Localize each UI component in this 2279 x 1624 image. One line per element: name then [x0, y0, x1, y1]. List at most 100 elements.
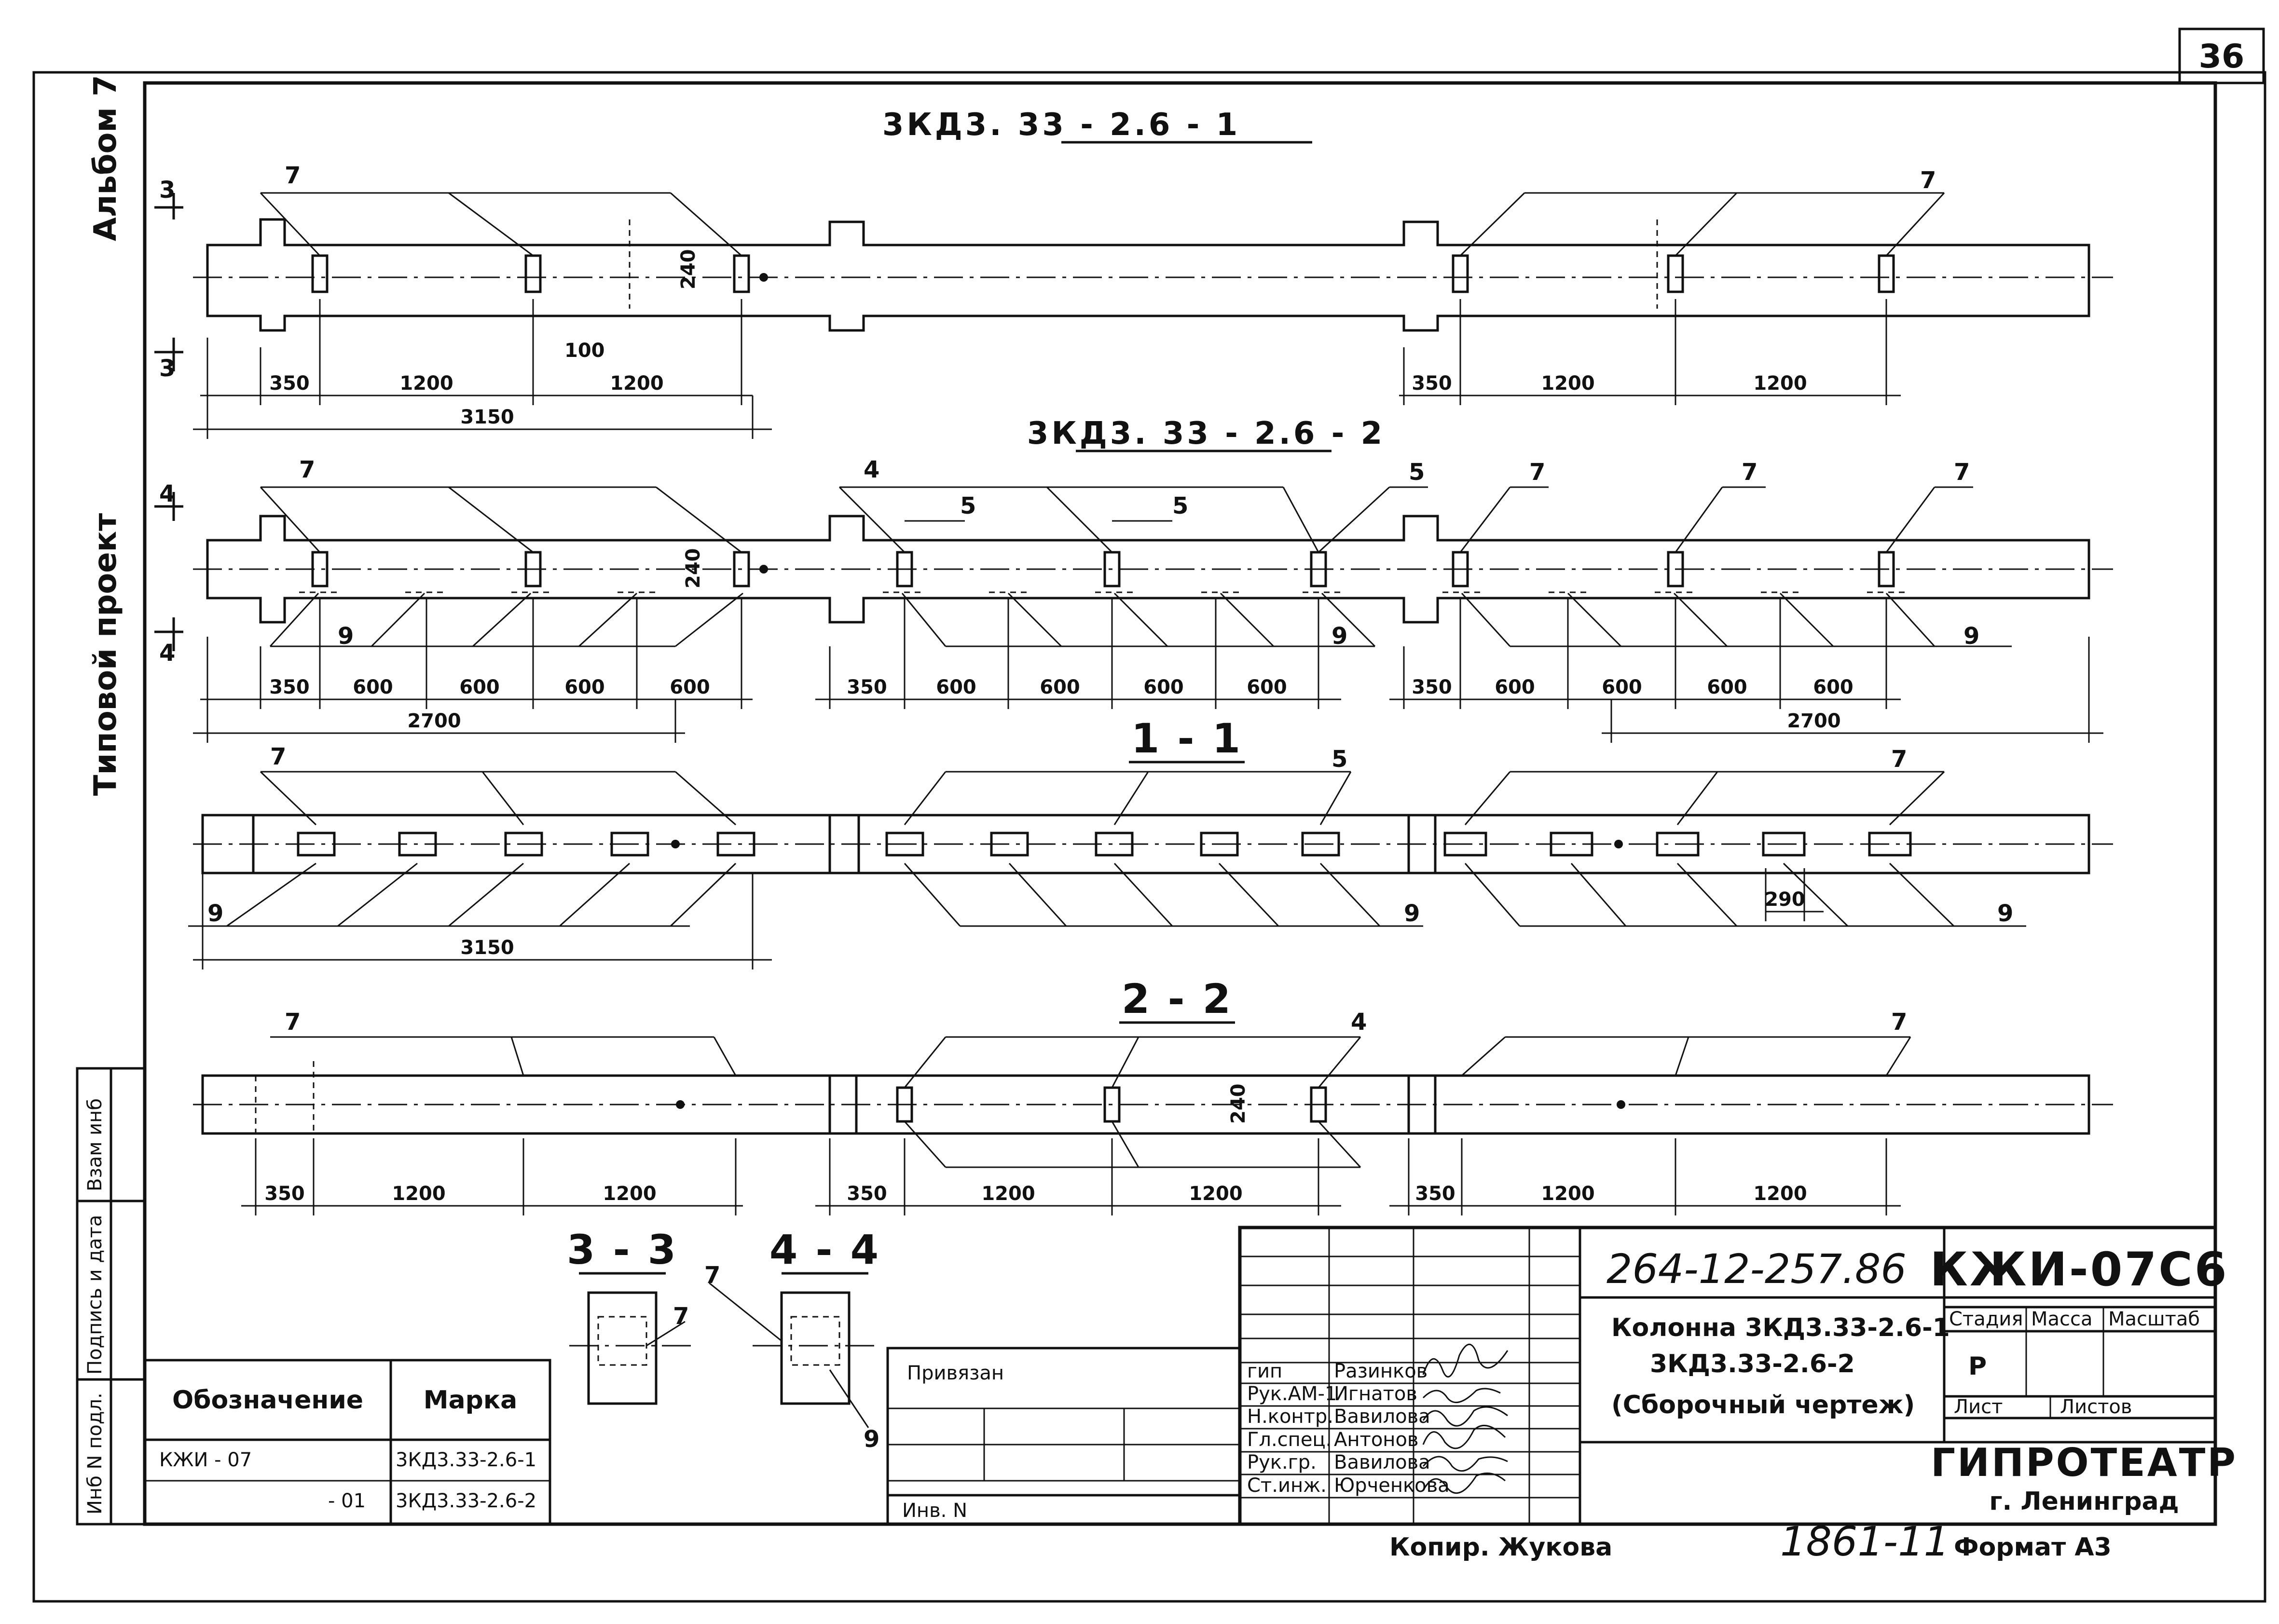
v2-dim-240: 240: [682, 548, 704, 589]
project-code: 264-12-257.86: [1606, 1245, 1907, 1293]
s33-lead-7: 7: [673, 1303, 689, 1330]
sheet-number: 36: [2199, 38, 2245, 76]
role-st-inzh: Ст.инж.: [1247, 1474, 1327, 1497]
v4a-1200b: 1200: [603, 1183, 656, 1205]
name-2: Игнатов: [1334, 1383, 1417, 1405]
v2a-600c: 600: [564, 676, 605, 698]
mass-header: Масса: [2031, 1308, 2093, 1330]
column-outline: [206, 218, 2090, 332]
section-4-top: 4: [159, 480, 175, 507]
sheet-number-box: [2178, 27, 2265, 84]
sheet-header: Лист: [1954, 1396, 2003, 1418]
album-label: Альбом 7: [88, 75, 124, 241]
role-gl-spec: Гл.спец.: [1247, 1429, 1332, 1451]
view-3: 1 - 1 7 5 7 9 9 9 3150 290: [188, 715, 2113, 969]
inner-frame: [143, 81, 2217, 1526]
v1-dim-3150: 3150: [460, 406, 514, 428]
v3-dim-290: 290: [1765, 888, 1805, 911]
s44-title: 4 - 4: [769, 1226, 880, 1273]
v1-dim-1200a: 1200: [399, 372, 453, 395]
privyazan-label: Привязан: [907, 1362, 1004, 1384]
v2c-600c: 600: [1707, 676, 1747, 698]
section-4-bottom: 4: [159, 640, 175, 667]
spec-row2-mark: 3КД3.33-2.6-2: [396, 1490, 536, 1512]
v4a-1200a: 1200: [392, 1183, 445, 1205]
spec-row1-mark: 3КД3.33-2.6-1: [396, 1449, 536, 1471]
role-gip: гип: [1247, 1360, 1282, 1382]
v2a-600d: 600: [670, 676, 710, 698]
stage-header: Стадия: [1949, 1308, 2023, 1330]
v2c-350: 350: [1412, 676, 1452, 698]
format-label: Формат А3: [1954, 1533, 2112, 1562]
v2b-350: 350: [847, 676, 887, 698]
lead-7b: 7: [1920, 167, 1936, 194]
v2-lead-7b: 7: [1529, 459, 1545, 486]
section-3-top: 3: [159, 177, 175, 204]
role-ruk-gr: Рук.гр.: [1247, 1451, 1317, 1474]
v2b-600b: 600: [1040, 676, 1080, 698]
s44-lead-9: 9: [864, 1426, 879, 1453]
inv-number-label: Инв. N: [902, 1500, 967, 1522]
view-2: 3КД3. 33 - 2.6 - 2 7 4 5 5 5 7 7 7 9 9 9…: [154, 416, 2113, 743]
doc-code: КЖИ-07С6: [1930, 1242, 2228, 1296]
v2-lead-5c: 5: [1409, 459, 1425, 486]
signatures: [1422, 1344, 1509, 1494]
view-4: 2 - 2 7 4 7 240 350 1200 1200 350 1200 1…: [193, 975, 2113, 1215]
v3-lead-9b: 9: [1404, 900, 1420, 927]
name-6: Юрченкова: [1334, 1474, 1450, 1497]
v2b-600d: 600: [1247, 676, 1287, 698]
footer-number: 1861-11: [1780, 1518, 1950, 1565]
v2-lead-9c: 9: [1963, 623, 1979, 650]
v4c-350: 350: [1415, 1183, 1455, 1205]
description-line3: (Сборочный чертеж): [1611, 1391, 1915, 1419]
v2-lead-7c: 7: [1742, 459, 1757, 486]
v1-dim-350r: 350: [1412, 372, 1452, 395]
name-4: Антонов: [1334, 1429, 1419, 1451]
v3-lead-7a: 7: [270, 743, 286, 770]
v2-lead-9b: 9: [1332, 623, 1347, 650]
section-3-bottom: 3: [159, 355, 175, 382]
stage-value: Р: [1968, 1352, 1987, 1381]
v2c-600a: 600: [1495, 676, 1535, 698]
org-city: г. Ленинград: [1989, 1487, 2179, 1516]
scale-header: Масштаб: [2108, 1308, 2200, 1330]
v2-lead-4: 4: [864, 456, 879, 483]
v2-lead-5b: 5: [1172, 492, 1188, 519]
view2-title: 3КД3. 33 - 2.6 - 2: [1027, 416, 1385, 451]
view-1: 3КД3. 33 - 2.6 - 1 7 7 3 3 350 1200 1200…: [154, 107, 2113, 439]
description-line2: 3КД3.33-2.6-2: [1650, 1350, 1855, 1378]
v1-dim-350: 350: [269, 372, 310, 395]
view3-title: 1 - 1: [1131, 715, 1242, 762]
org-name: ГИПРОТЕАТР: [1931, 1440, 2238, 1485]
copied-by: Копир. Жукова: [1389, 1533, 1612, 1562]
v3-lead-9a: 9: [207, 900, 223, 927]
v3-lead-7b: 7: [1891, 746, 1907, 773]
replace-inv-label: Взам инб: [84, 1098, 106, 1191]
lead-7a: 7: [285, 162, 301, 189]
project-label: Типовой проект: [88, 513, 124, 796]
v1-dim-1200c: 1200: [1541, 372, 1594, 395]
v2c-600b: 600: [1602, 676, 1642, 698]
view4-title: 2 - 2: [1122, 975, 1233, 1023]
name-5: Вавилова: [1334, 1451, 1430, 1474]
v4b-350: 350: [847, 1183, 887, 1205]
v4-lead-4: 4: [1351, 1009, 1367, 1036]
name-1: Разинков: [1334, 1360, 1428, 1382]
binding-block: Привязан Инв. N: [886, 1347, 1241, 1526]
v2-lead-7a: 7: [299, 456, 315, 483]
spec-row1-designation: КЖИ - 07: [159, 1449, 252, 1471]
s33-title: 3 - 3: [567, 1226, 678, 1273]
v4a-350: 350: [264, 1183, 305, 1205]
v1-dim-240: 240: [677, 249, 700, 290]
v4b-1200b: 1200: [1189, 1183, 1242, 1205]
v3-lead-5: 5: [1332, 746, 1347, 773]
role-n-kontr: Н.контр.: [1247, 1406, 1333, 1428]
v2a-600b: 600: [459, 676, 500, 698]
spec-header-mark: Марка: [424, 1386, 517, 1415]
v4c-1200a: 1200: [1541, 1183, 1594, 1205]
sign-date-label: Подпись и дата: [84, 1215, 106, 1375]
sheets-header: Листов: [2060, 1396, 2132, 1418]
v1-dim-1200d: 1200: [1753, 372, 1807, 395]
v2-lead-5a: 5: [960, 492, 976, 519]
spec-table: Обозначение Марка КЖИ - 07 3КД3.33-2.6-1…: [143, 1359, 551, 1526]
